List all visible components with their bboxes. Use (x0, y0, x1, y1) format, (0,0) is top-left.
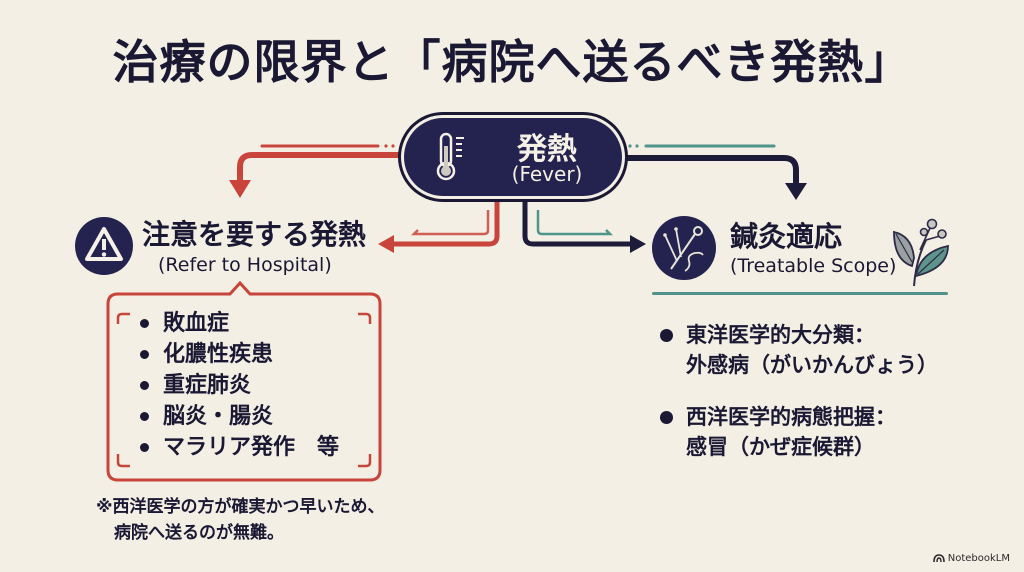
list-item: 脳炎・腸炎 (140, 401, 339, 432)
bullet-icon (140, 412, 149, 421)
referral-note: ※西洋医学の方が確実かつ早いため、 病院へ送るのが無難。 (96, 497, 385, 543)
bullet-icon (140, 381, 149, 390)
list-item: 重症肺炎 (140, 370, 339, 401)
arrowhead-red-down (229, 180, 251, 198)
arrowhead-red-left (378, 235, 394, 253)
list-item: マラリア発作 等 (140, 432, 339, 463)
fever-title: 発熱 (517, 132, 577, 167)
fever-node: 発熱 (Fever) (404, 118, 622, 196)
notebooklm-logo-icon (932, 554, 945, 563)
section-divider (652, 292, 948, 295)
connector-navy-main (622, 155, 799, 185)
bullet-icon (660, 410, 673, 424)
refer-callout-box (106, 280, 382, 482)
treatable-scope-list: 東洋医学的大分類： 外感病（がいかんびょう） 西洋医学的病態把握： 感冒（かぜ症… (660, 320, 938, 484)
arrowhead-navy-right (630, 235, 646, 253)
bullet-icon (660, 328, 673, 342)
fever-subtitle: (Fever) (511, 162, 583, 186)
page-title: 治療の限界と「病院へ送るべき発熱」 (112, 35, 912, 89)
list-item: 化膿性疾患 (140, 339, 339, 370)
herb-leaf-icon (893, 218, 949, 287)
bullet-icon (140, 350, 149, 359)
brand-watermark: NotebookLM (932, 553, 1010, 564)
refer-subtitle: (Refer to Hospital) (158, 254, 332, 276)
warning-icon (75, 217, 133, 275)
acupuncture-subtitle: (Treatable Scope) (730, 255, 897, 277)
bullet-icon (140, 319, 149, 328)
connector-navy-lower (522, 200, 632, 247)
refer-title: 注意を要する発熱 (142, 218, 367, 251)
connector-red-main (237, 152, 404, 182)
acupuncture-needles-icon (652, 216, 716, 280)
refer-condition-list: 敗血症 化膿性疾患 重症肺炎 脳炎・腸炎 マラリア発作 等 (140, 308, 339, 463)
list-item: 西洋医学的病態把握： 感冒（かぜ症候群） (660, 402, 938, 462)
acupuncture-title: 鍼灸適応 (730, 220, 843, 253)
connector-red-lower (392, 200, 500, 247)
arrowhead-navy-down (785, 183, 807, 200)
thermometer-icon (436, 132, 464, 181)
bullet-icon (140, 443, 149, 452)
list-item: 東洋医学的大分類： 外感病（がいかんびょう） (660, 320, 938, 380)
list-item: 敗血症 (140, 308, 339, 339)
